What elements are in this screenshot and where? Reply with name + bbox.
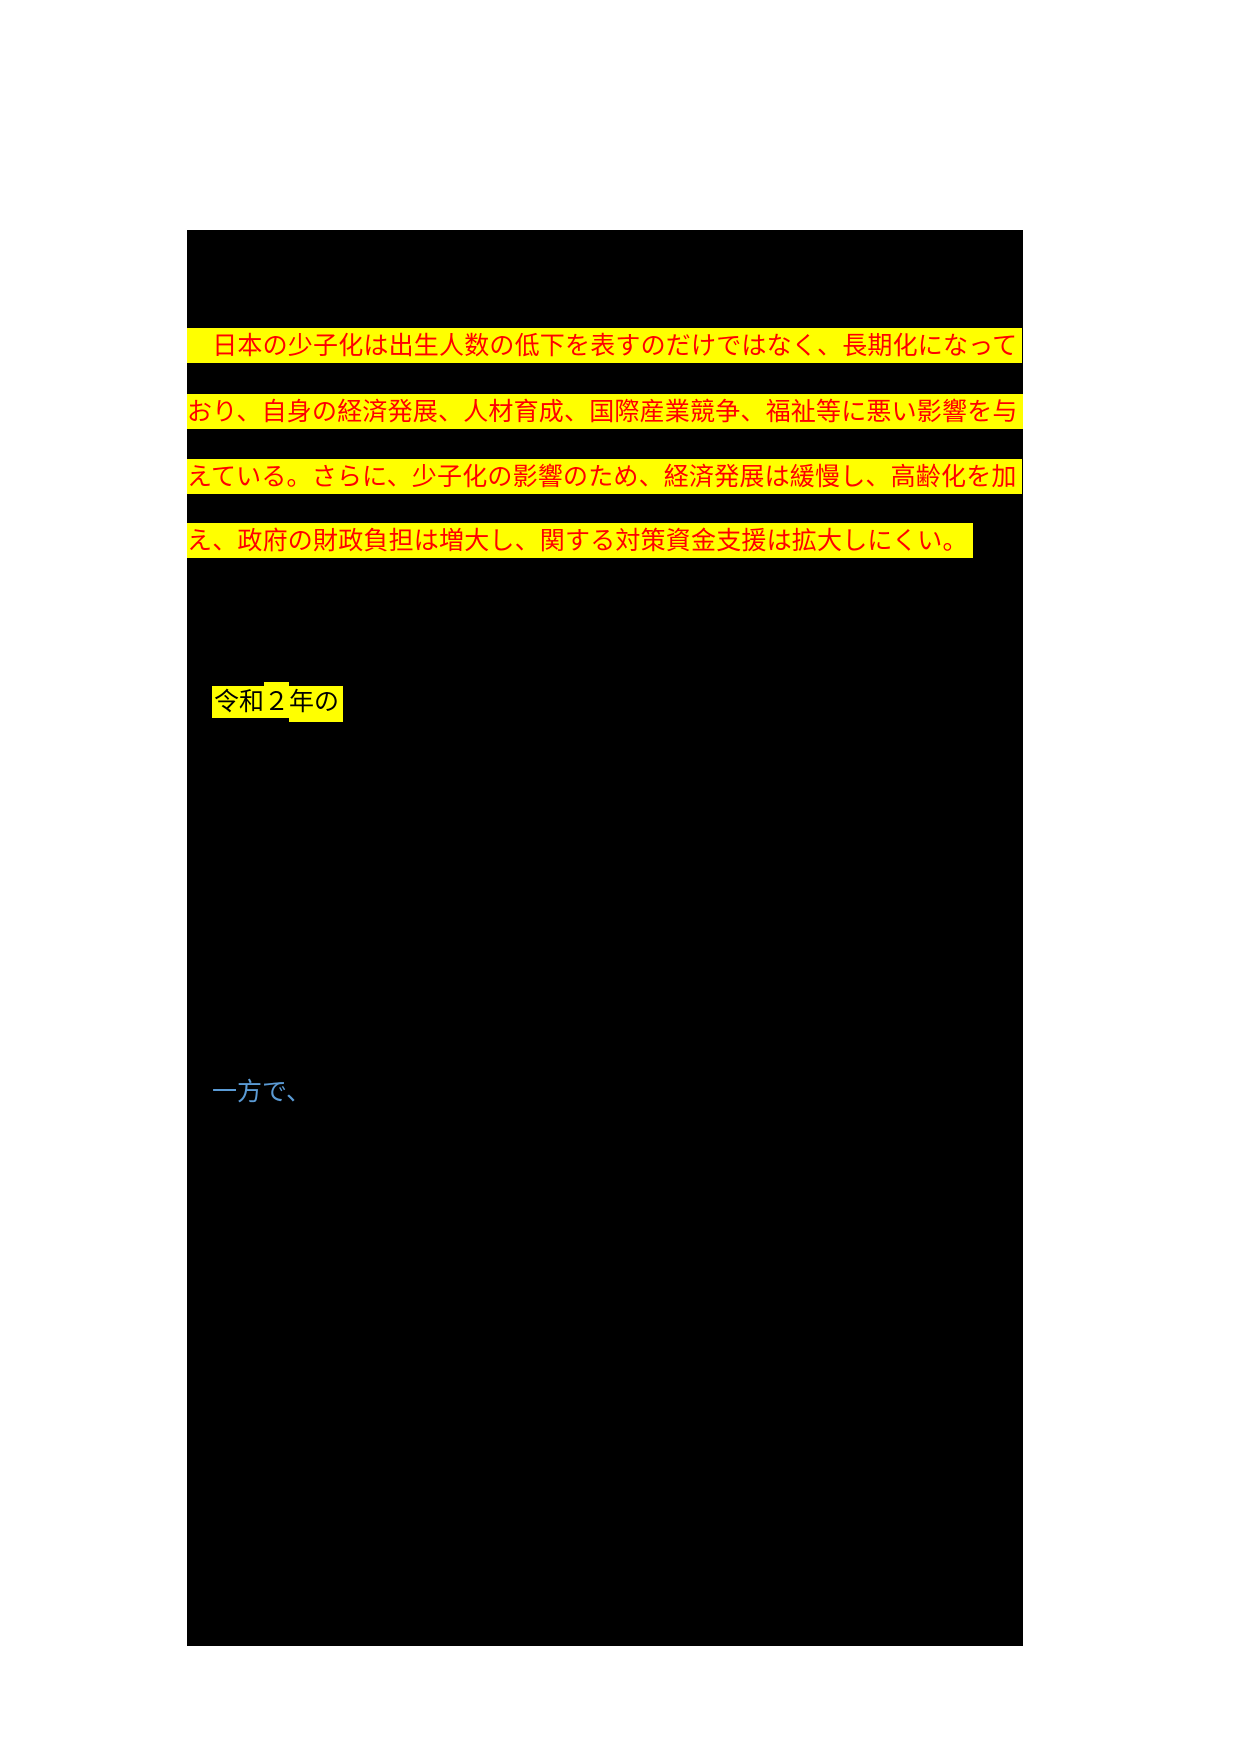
era-note-segment-year-number: ２ (264, 682, 290, 718)
aside-note-blue-text: 一方で、 (212, 1077, 312, 1106)
era-note-segment-reiwa: 令和 (212, 686, 265, 718)
era-note-highlight: 令和２年の (212, 682, 344, 722)
highlighted-paragraph-line-3: えている。さらに、少子化の影響のため、経済発展は緩慢し、高齢化を加 (187, 459, 1022, 494)
era-note-segment-year-suffix: 年の (289, 686, 344, 722)
highlighted-paragraph-line-2: おり、自身の経済発展、人材育成、国際産業競争、福祉等に悪い影響を与 (187, 394, 1023, 429)
document-black-canvas: 日本の少子化は出生人数の低下を表すのだけではなく、長期化になって おり、自身の経… (187, 230, 1023, 1646)
highlighted-paragraph-line-4: え、政府の財政負担は増大し、関する対策資金支援は拡大しにくい。 (187, 523, 973, 558)
highlighted-paragraph-line-1: 日本の少子化は出生人数の低下を表すのだけではなく、長期化になって (187, 328, 1023, 363)
